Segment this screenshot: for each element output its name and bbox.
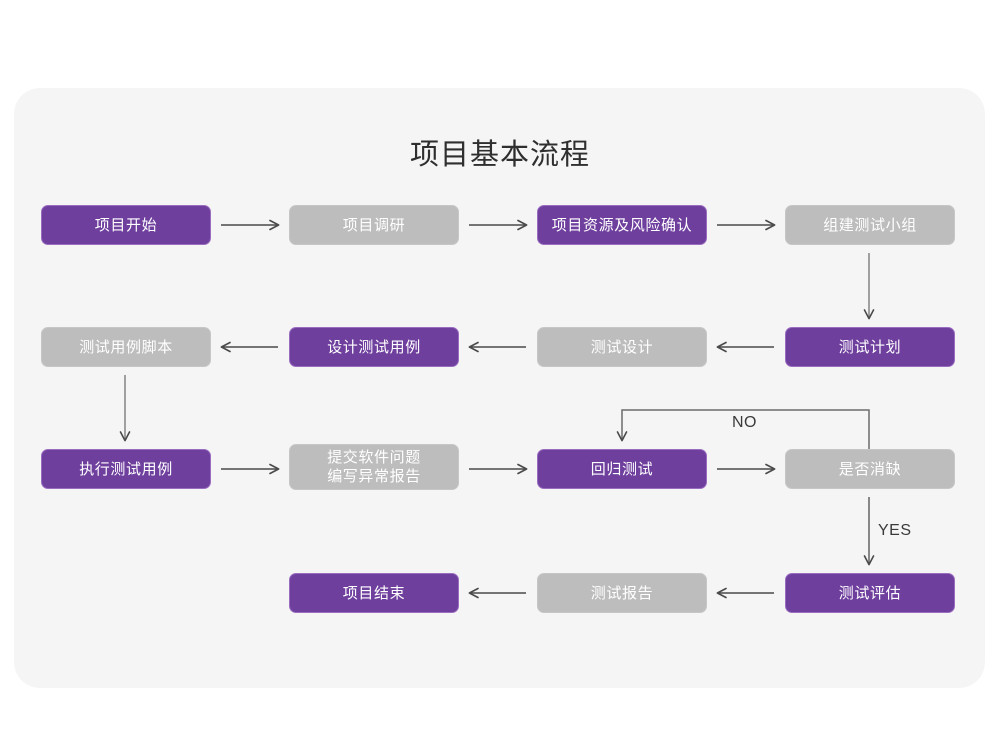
node-label: 提交软件问题 编写异常报告 xyxy=(327,449,421,485)
node-label: 测试报告 xyxy=(590,584,654,602)
node-label: 测试计划 xyxy=(838,338,902,356)
node-test-plan[interactable]: 测试计划 xyxy=(785,327,955,367)
node-label: 测试设计 xyxy=(590,338,654,356)
node-label: 设计测试用例 xyxy=(327,338,421,356)
node-resource-risk-confirm[interactable]: 项目资源及风险确认 xyxy=(537,205,707,245)
node-submit-defects-report[interactable]: 提交软件问题 编写异常报告 xyxy=(289,444,459,490)
node-label: 回归测试 xyxy=(590,460,654,478)
node-design-test-cases[interactable]: 设计测试用例 xyxy=(289,327,459,367)
node-test-design[interactable]: 测试设计 xyxy=(537,327,707,367)
node-label: 测试评估 xyxy=(838,584,902,602)
node-execute-test-cases[interactable]: 执行测试用例 xyxy=(41,449,211,489)
node-label: 测试用例脚本 xyxy=(79,338,173,356)
node-label: 项目调研 xyxy=(342,216,406,234)
page-title: 项目基本流程 xyxy=(409,139,590,171)
edge-label-no: NO xyxy=(732,414,757,431)
node-label: 项目开始 xyxy=(94,216,158,234)
node-form-test-team[interactable]: 组建测试小组 xyxy=(785,205,955,245)
edge-label-yes: YES xyxy=(878,522,912,539)
node-project-end[interactable]: 项目结束 xyxy=(289,573,459,613)
node-project-start[interactable]: 项目开始 xyxy=(41,205,211,245)
node-defects-cleared-decision[interactable]: 是否消缺 xyxy=(785,449,955,489)
node-label: 项目结束 xyxy=(342,584,406,602)
node-test-evaluation[interactable]: 测试评估 xyxy=(785,573,955,613)
node-label: 执行测试用例 xyxy=(79,460,173,478)
node-label: 是否消缺 xyxy=(838,460,902,478)
node-label: 项目资源及风险确认 xyxy=(551,216,693,234)
node-project-research[interactable]: 项目调研 xyxy=(289,205,459,245)
node-regression-test[interactable]: 回归测试 xyxy=(537,449,707,489)
node-label: 组建测试小组 xyxy=(823,216,917,234)
node-test-case-script[interactable]: 测试用例脚本 xyxy=(41,327,211,367)
node-test-report[interactable]: 测试报告 xyxy=(537,573,707,613)
